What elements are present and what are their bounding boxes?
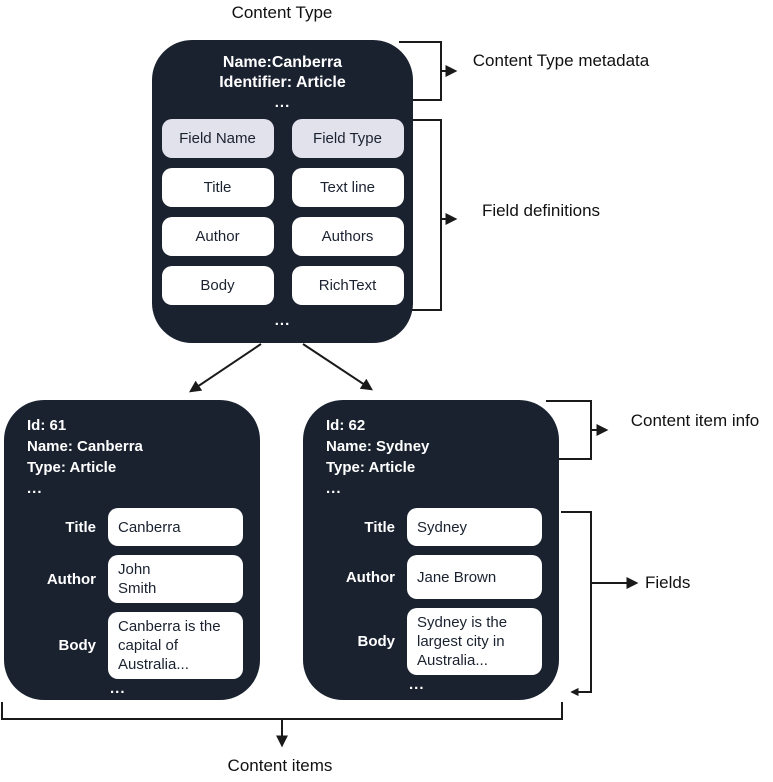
field-name-cell: Author — [161, 217, 274, 256]
content-type-name-line: Name:Canberra — [222, 54, 343, 71]
content-items-label: Content items — [227, 756, 333, 775]
item-info-ellipsis: ... — [27, 480, 43, 497]
content-type-identifier-line: Identifier: Article — [219, 74, 346, 91]
field-row: Title Canberra — [12, 508, 260, 546]
content-items-bracket — [1, 702, 563, 748]
field-type-cell: Authors — [291, 217, 404, 256]
metadata-ellipsis: ... — [274, 94, 291, 111]
item-fields-ellipsis: ... — [409, 676, 425, 693]
content-item-info-label: Content item info — [630, 411, 760, 430]
item-fields-block: Title Sydney Author Jane Brown Body Sydn… — [303, 508, 559, 675]
field-type-cell: Text line — [291, 168, 404, 207]
content-item-box-sydney: Id: 62 Name: Sydney Type: Article ... Ti… — [303, 400, 559, 700]
field-definitions-grid: Field Name Field Type Title Text line Au… — [152, 119, 413, 305]
field-name-cell: Body — [161, 266, 274, 305]
item-info-ellipsis: ... — [326, 480, 342, 497]
field-value: John Smith — [108, 555, 243, 603]
field-value: Sydney — [407, 508, 542, 546]
field-label: Author — [345, 568, 395, 586]
content-type-metadata-block: Name:Canberra Identifier: Article — [152, 40, 413, 93]
field-row: Title Sydney — [311, 508, 559, 546]
field-label: Title — [364, 518, 395, 536]
content-type-box: Name:Canberra Identifier: Article ... Fi… — [152, 40, 413, 343]
field-row: Author John Smith — [12, 555, 260, 603]
field-label: Body — [58, 637, 97, 654]
fields-label: Fields — [645, 573, 691, 592]
item-arrow-left — [189, 343, 262, 393]
content-type-title: Content Type — [231, 3, 333, 22]
field-type-header-cell: Field Type — [291, 119, 404, 158]
item-fields-ellipsis: ... — [110, 680, 126, 697]
field-name-cell: Title — [161, 168, 274, 207]
field-label: Author — [46, 570, 96, 588]
item-fields-block: Title Canberra Author John Smith Body Ca… — [4, 508, 260, 679]
field-label: Body — [357, 633, 396, 650]
fields-bracket — [561, 511, 639, 697]
item-name-line: Name: Canberra — [27, 438, 143, 455]
field-row: Body Canberra is the capital of Australi… — [12, 612, 260, 679]
field-value: Canberra — [108, 508, 243, 546]
field-label: Title — [65, 518, 96, 536]
item-arrow-right — [302, 343, 374, 391]
field-row: Body Sydney is the largest city in Austr… — [311, 608, 559, 675]
item-type-line: Type: Article — [27, 459, 117, 476]
field-definitions-ellipsis: ... — [274, 312, 291, 329]
content-item-info-block: Id: 61 Name: Canberra Type: Article ... — [4, 400, 260, 499]
item-name-line: Name: Sydney — [326, 438, 430, 455]
field-name-header-cell: Field Name — [161, 119, 274, 158]
field-value: Canberra is the capital of Australia... — [108, 612, 243, 679]
field-value: Jane Brown — [407, 555, 542, 599]
item-id-line: Id: 62 — [326, 417, 366, 434]
item-id-line: Id: 61 — [27, 417, 67, 434]
content-item-info-block: Id: 62 Name: Sydney Type: Article ... — [303, 400, 559, 499]
field-value: Sydney is the largest city in Australia.… — [407, 608, 542, 675]
field-definitions-label: Field definitions — [481, 201, 601, 220]
content-item-box-canberra: Id: 61 Name: Canberra Type: Article ... … — [4, 400, 260, 700]
field-type-cell: RichText — [291, 266, 404, 305]
item-type-line: Type: Article — [326, 459, 416, 476]
field-row: Author Jane Brown — [311, 555, 559, 599]
content-type-metadata-label: Content Type metadata — [472, 51, 650, 70]
